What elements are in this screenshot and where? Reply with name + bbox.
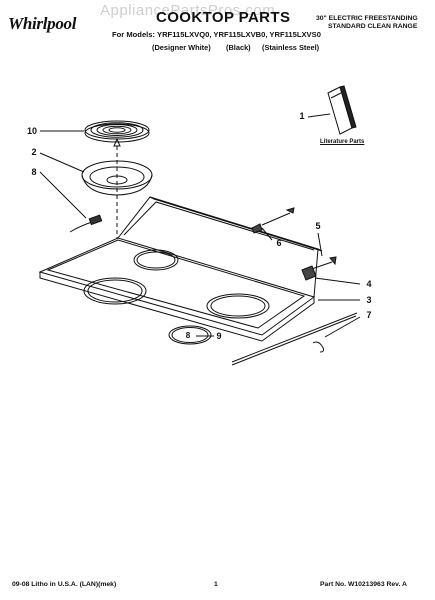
model-list: For Models: YRF115LXVQ0, YRF115LXVB0, YR… [112,30,321,39]
burner-opening-rear-right [206,293,270,319]
footer-litho: 09-08 Litho in U.S.A. (LAN)(mek) [12,581,117,588]
literature-booklet [327,85,357,135]
watermark-text: AppliancePartsPros.com [100,2,276,19]
brand-logo: Whirlpool [8,14,77,33]
callout-9: 9 [216,331,222,341]
clip-part-4 [301,265,317,281]
footer-part-number: Part No. W10213963 Rev. A [320,581,407,588]
burner-opening-rear-left [133,249,179,271]
variant-stainless-steel: (Stainless Steel) [262,43,320,52]
variant-black: (Black) [226,43,251,52]
callout-1: 1 [299,111,305,121]
trim-rod [231,312,358,366]
callout-6: 6 [276,238,282,248]
burner-opening-front-right [168,325,212,345]
burner-opening-front-left [83,277,147,305]
footer-page-number: 1 [214,581,218,588]
screw-part-6 [251,207,295,234]
variant-designer-white: (Designer White) [152,43,211,52]
burner-mark: 8 [185,331,191,340]
subtitle-line-2: STANDARD CLEAN RANGE [328,23,418,30]
surface-element-coil [84,120,150,147]
callout-10: 10 [26,126,37,136]
callout-2: 2 [31,147,37,157]
page-title: COOKTOP PARTS [156,9,291,26]
subtitle-line-1: 30" ELECTRIC FREESTANDING [316,15,418,22]
receptacle-wire [69,214,103,233]
callout-7: 7 [366,310,372,320]
callout-5: 5 [315,221,321,231]
literature-parts-label: Literature Parts [320,139,365,145]
range-description: 30" ELECTRIC FREESTANDING STANDARD CLEAN… [316,15,418,31]
callout-8: 8 [31,167,37,177]
callout-4: 4 [366,279,372,289]
cooktop-main-top [38,196,323,342]
callout-3: 3 [366,295,372,305]
